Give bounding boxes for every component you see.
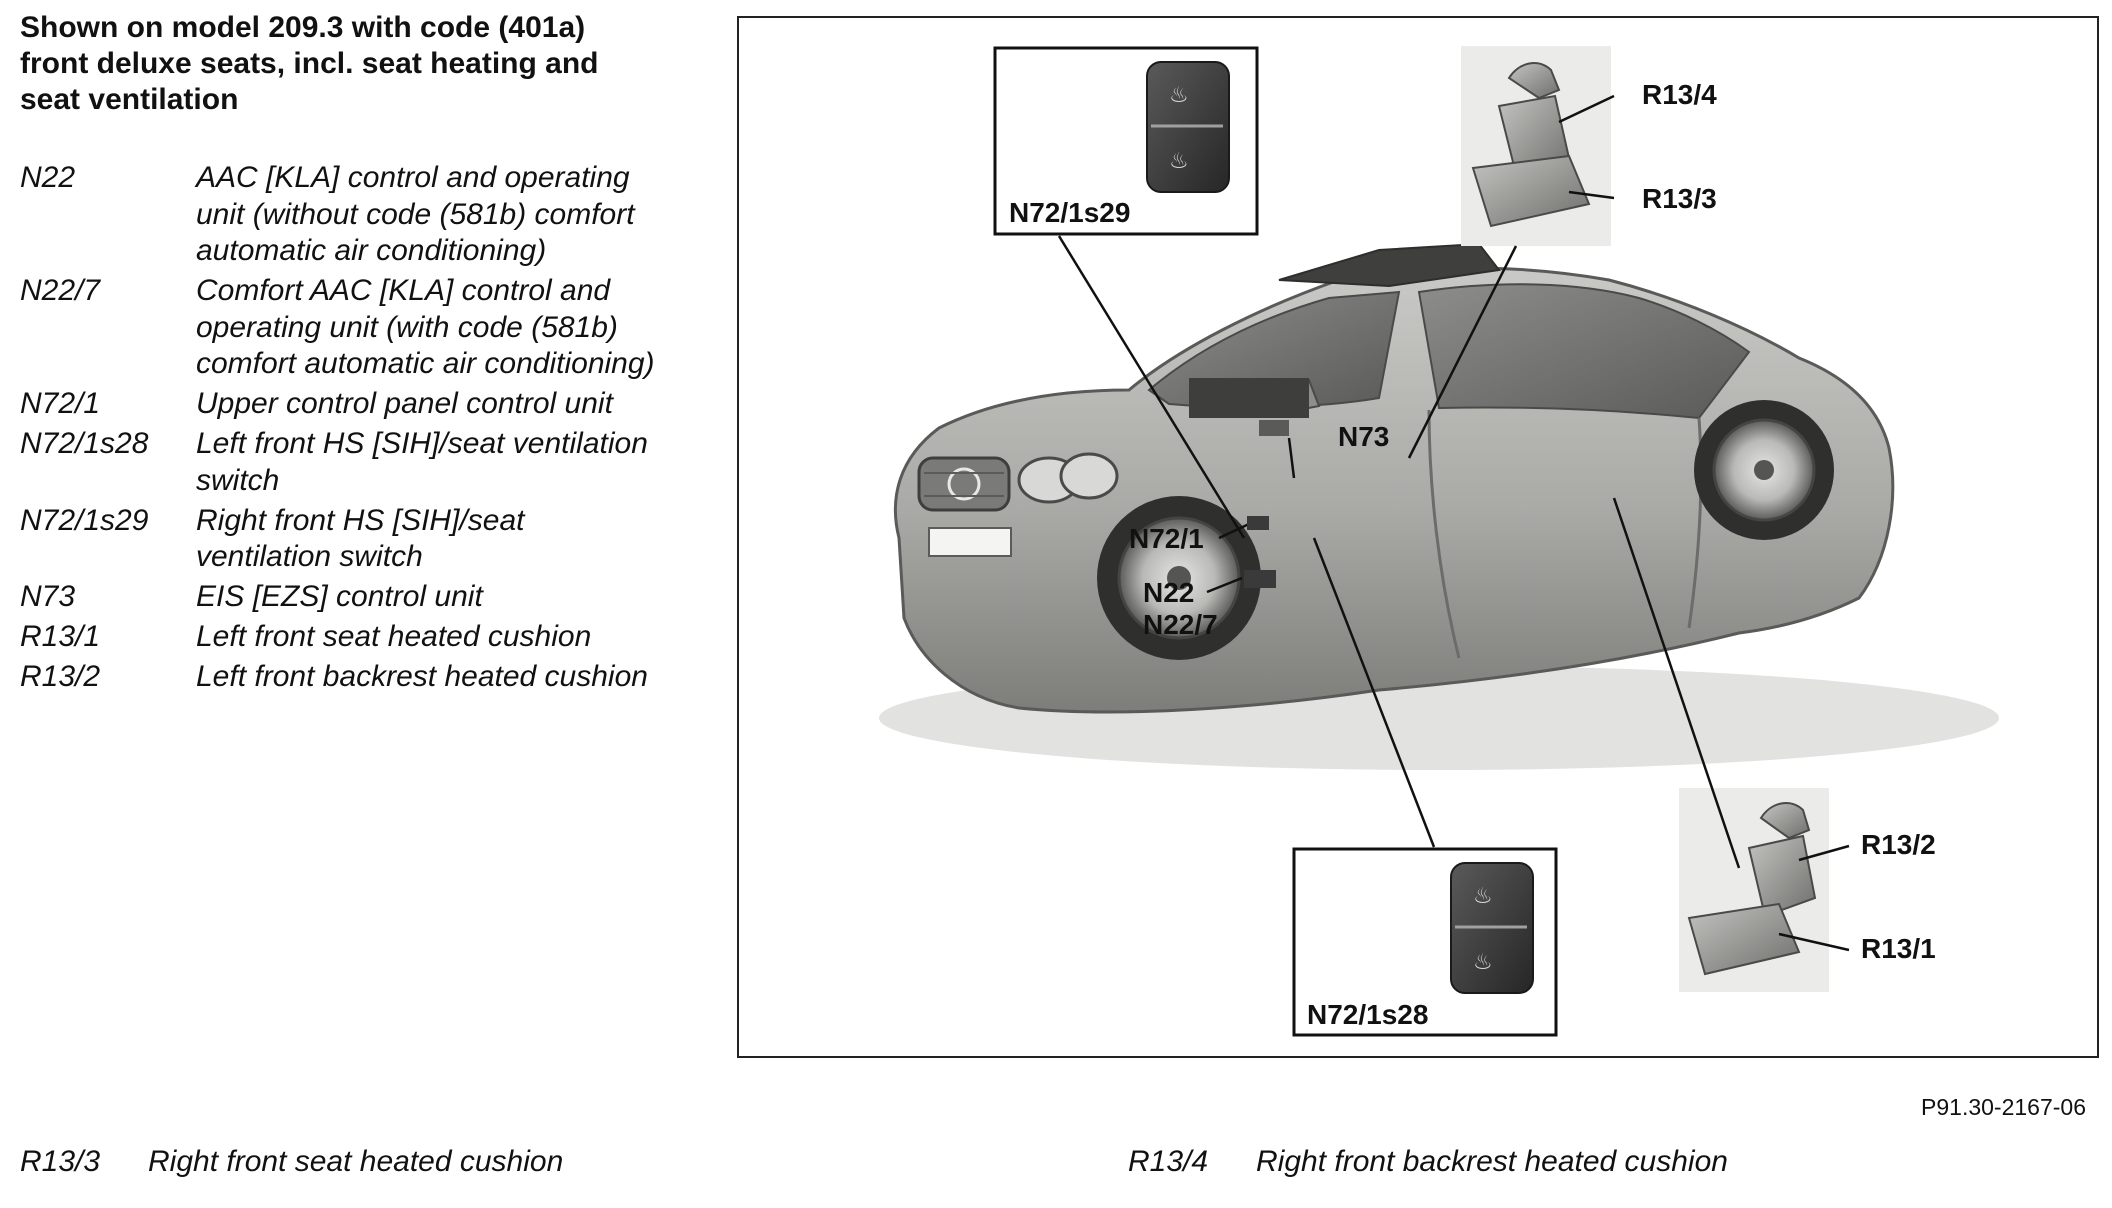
switch-inset-left-front: ♨ ♨ N72/1s28 [1292, 847, 1558, 1037]
callout-label: N73 [1338, 421, 1389, 452]
legend-item: N72/1s29 Right front HS [SIH]/seat venti… [20, 503, 660, 576]
callout-label: N22/7 [1143, 609, 1218, 640]
legend-description: Upper control panel control unit [196, 387, 613, 420]
legend-code: N72/1 [20, 387, 101, 420]
legend-list: N22 AAC [KLA] control and operating unit… [20, 160, 660, 699]
component-marker-n72-1 [1247, 516, 1269, 530]
component-marker-n22 [1244, 570, 1276, 588]
legend-code: N73 [20, 580, 76, 613]
callout-label: R13/3 [1642, 183, 1717, 214]
seat-inset-right-front: R13/4 R13/3 [1461, 46, 1717, 246]
seat-switch-icon: ♨ ♨ [1450, 862, 1534, 994]
legend-description: Right front seat heated cushion [148, 1145, 564, 1178]
legend-code: N22 [20, 161, 76, 194]
component-location-figure: ♨ ♨ N72/1s29 ♨ ♨ N72/1s28 R13/4 [737, 16, 2099, 1058]
seat-icon [1471, 62, 1591, 228]
car-rear-wheel [1694, 400, 1834, 540]
svg-text:♨: ♨ [1169, 149, 1189, 174]
callout-label: N72/1 [1129, 523, 1204, 554]
page-heading: Shown on model 209.3 with code (401a) fr… [20, 11, 599, 116]
figure-canvas: ♨ ♨ N72/1s29 ♨ ♨ N72/1s28 R13/4 [879, 46, 1999, 1037]
callout-label: N22 [1143, 577, 1194, 608]
legend-description: Left front seat heated cushion [196, 620, 592, 653]
svg-text:♨: ♨ [1473, 950, 1493, 975]
legend-item: N72/1 Upper control panel control unit [20, 386, 660, 423]
car-sunroof [1278, 242, 1501, 288]
callout-label: R13/4 [1642, 79, 1717, 110]
bottom-legend-item: R13/4 Right front backrest heated cushio… [1128, 1144, 1728, 1180]
legend-item: N22/7 Comfort AAC [KLA] control and oper… [20, 273, 660, 383]
callout-label: N72/1s29 [1009, 197, 1130, 228]
legend-item: N72/1s28 Left front HS [SIH]/seat ventil… [20, 426, 660, 499]
legend-description: Left front backrest heated cushion [196, 660, 648, 693]
legend-code: N72/1s28 [20, 427, 149, 460]
bottom-legend-item: R13/3 Right front seat heated cushion [20, 1144, 563, 1180]
svg-text:♨: ♨ [1473, 884, 1493, 909]
legend-description: Comfort AAC [KLA] control and operating … [196, 274, 655, 380]
callout-label: R13/1 [1861, 933, 1936, 964]
legend-code: R13/4 [1128, 1145, 1209, 1178]
legend-code: R13/1 [20, 620, 101, 653]
seat-inset-left-front: R13/2 R13/1 [1679, 788, 1936, 992]
car-grille [917, 456, 1011, 512]
callout-label: R13/2 [1861, 829, 1936, 860]
callout-label: N72/1s28 [1307, 999, 1428, 1030]
legend-description: AAC [KLA] control and operating unit (wi… [196, 161, 635, 267]
legend-code: N22/7 [20, 274, 101, 307]
car-side-window [1417, 283, 1751, 420]
legend-item: N22 AAC [KLA] control and operating unit… [20, 160, 660, 270]
legend-code: R13/3 [20, 1145, 101, 1178]
svg-text:♨: ♨ [1169, 83, 1189, 108]
legend-item: R13/1 Left front seat heated cushion [20, 619, 660, 656]
legend-code: R13/2 [20, 660, 101, 693]
legend-item: R13/2 Left front backrest heated cushion [20, 659, 660, 696]
car-license-plate [928, 527, 1012, 557]
legend-code: N72/1s29 [20, 503, 149, 537]
legend-description: Right front backrest heated cushion [1256, 1145, 1728, 1178]
car-steering-column [1259, 420, 1289, 436]
seat-switch-icon: ♨ ♨ [1146, 61, 1230, 193]
switch-inset-right-front: ♨ ♨ N72/1s29 [993, 46, 1259, 236]
car-headlight [1059, 452, 1119, 500]
legend-description: EIS [EZS] control unit [196, 580, 483, 613]
car-illustration [879, 242, 1999, 770]
legend-description: Right front HS [SIH]/seat ventilation sw… [196, 503, 525, 574]
figure-reference-code: P91.30-2167-06 [1921, 1094, 2086, 1120]
legend-item: N73 EIS [EZS] control unit [20, 579, 660, 616]
legend-description: Left front HS [SIH]/seat ventilation swi… [196, 427, 648, 497]
car-door-line [1427, 409, 1461, 659]
seat-icon [1687, 802, 1817, 976]
car-dashboard [1189, 378, 1309, 418]
leader-lines [1057, 94, 1850, 952]
